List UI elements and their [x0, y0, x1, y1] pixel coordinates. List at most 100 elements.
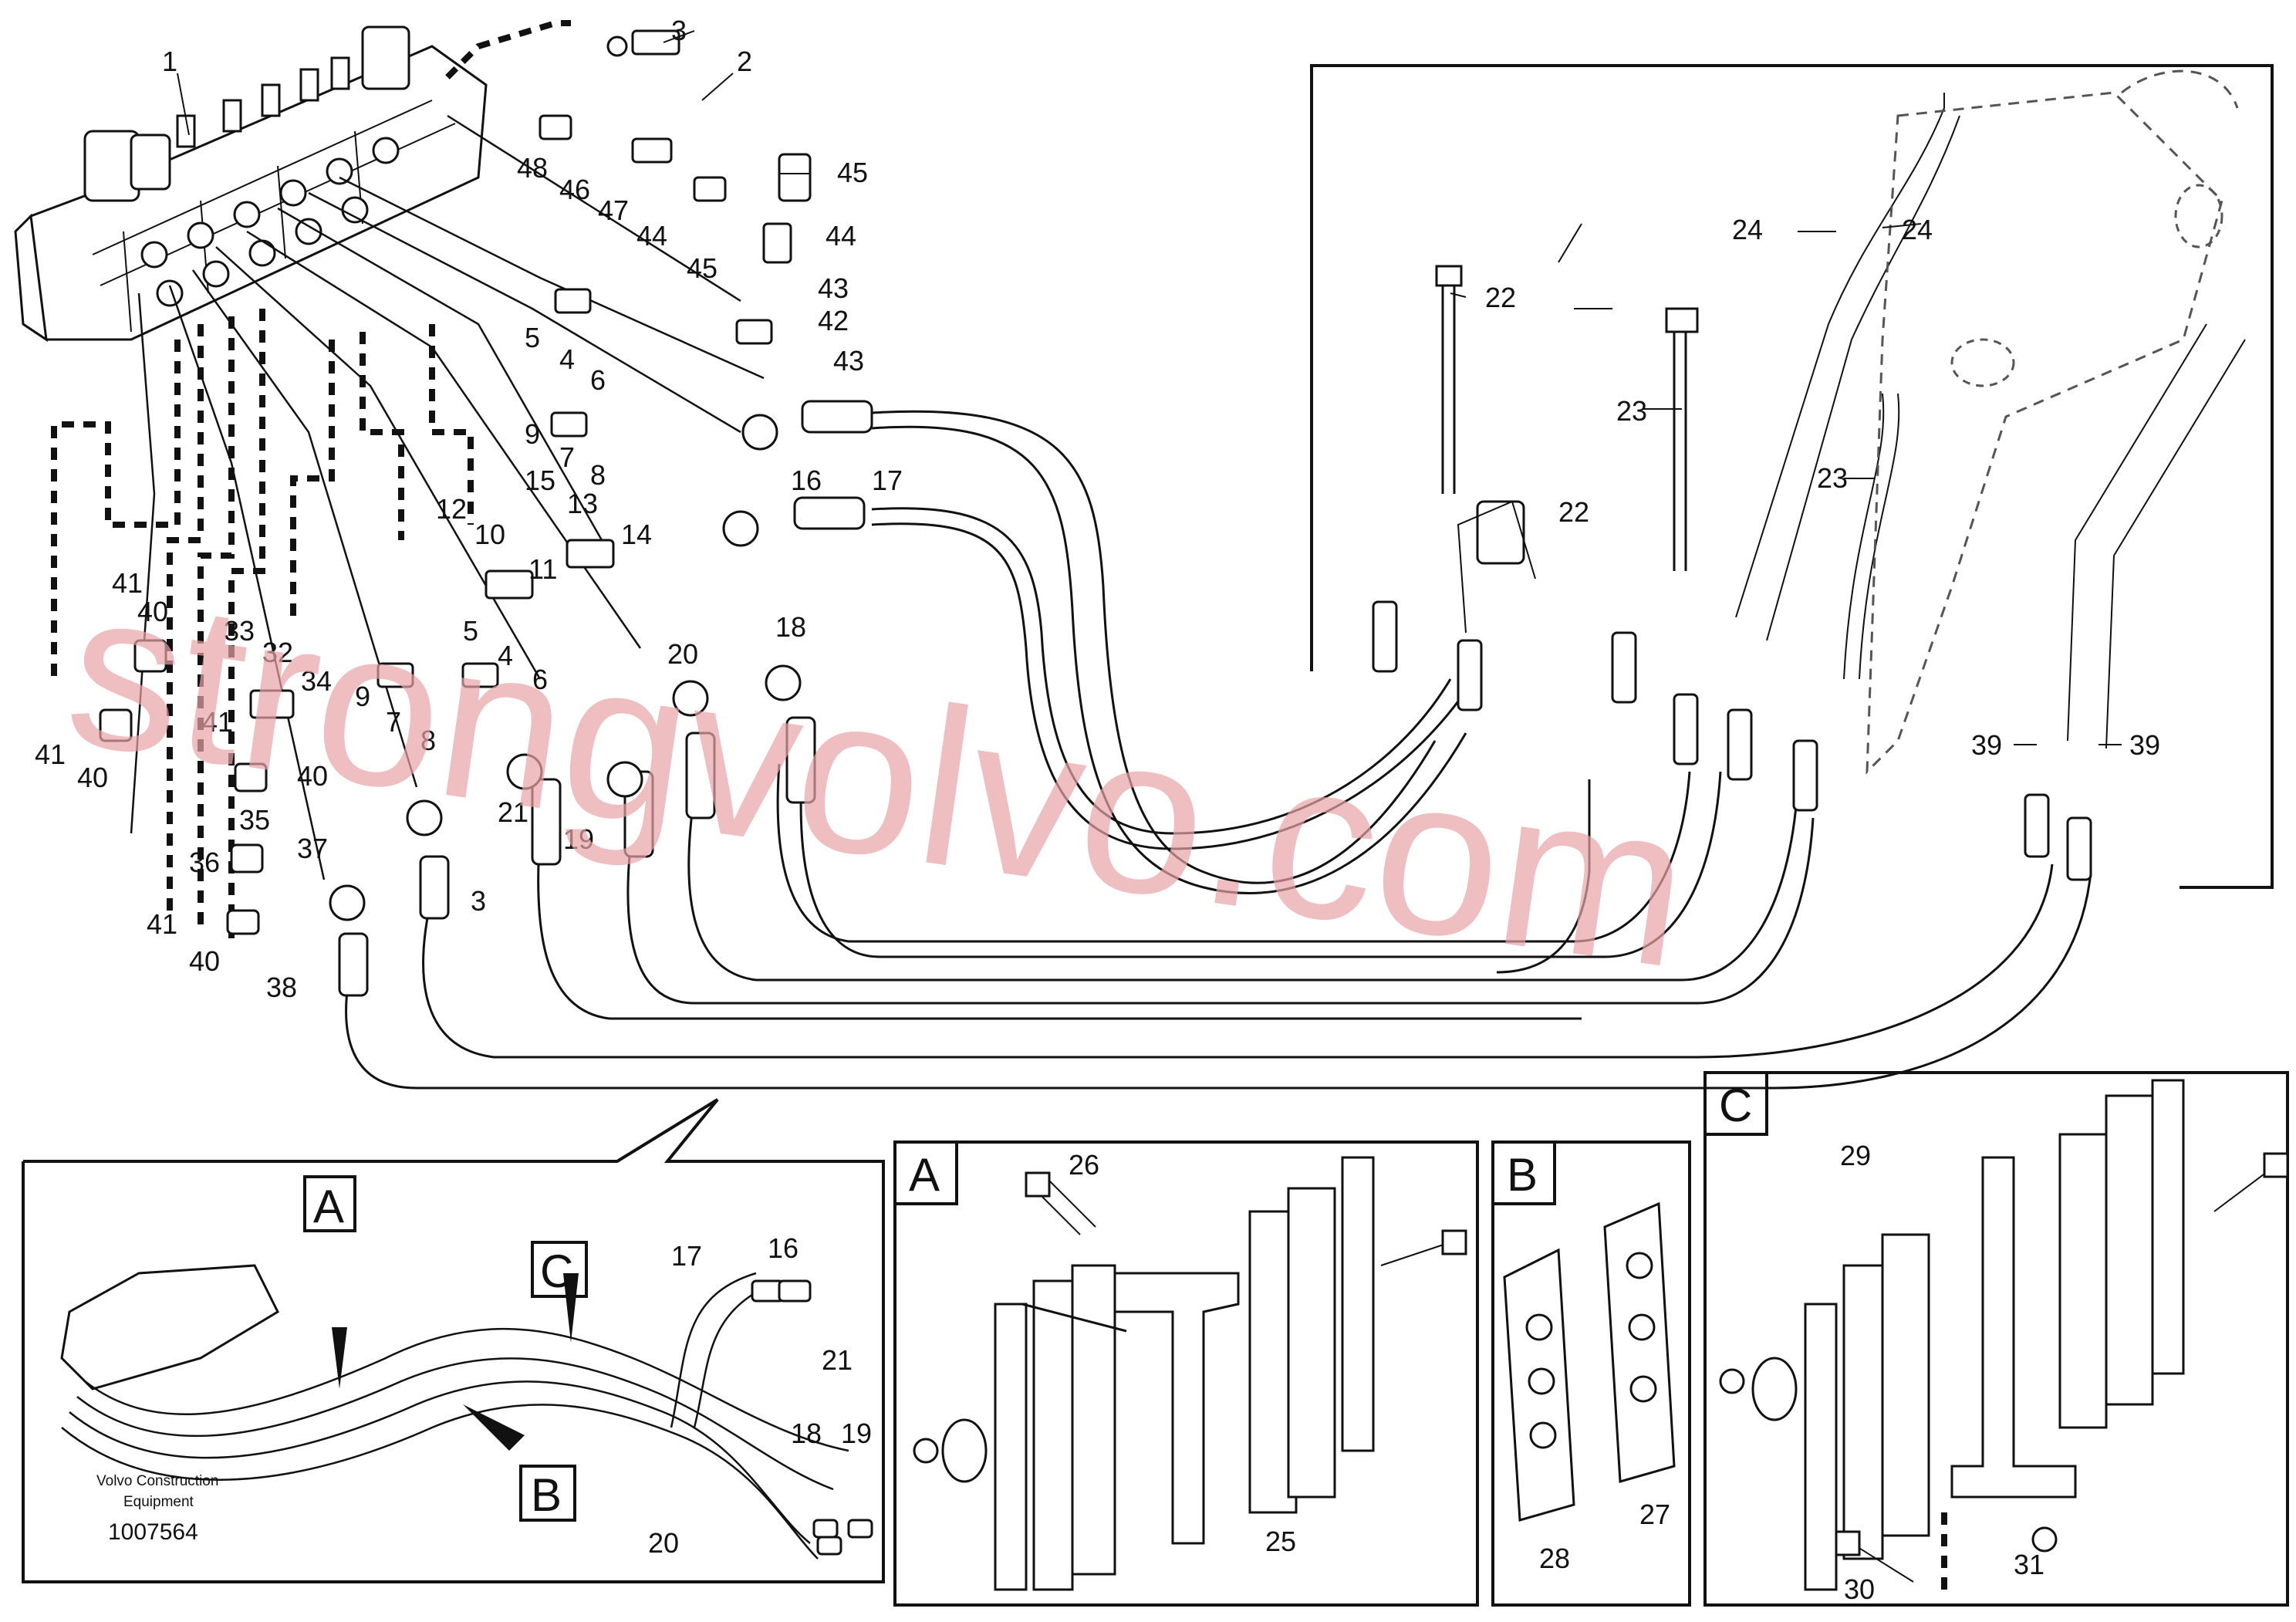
callout-42: 42 [818, 305, 849, 336]
callout-19a: 19 [563, 823, 594, 855]
callout-35: 35 [239, 804, 270, 836]
callout-25: 25 [1265, 1526, 1296, 1557]
callout-9b: 9 [355, 681, 370, 712]
boom-pipes [1372, 93, 2246, 881]
callout-20a: 20 [667, 638, 698, 670]
callout-37: 37 [297, 833, 328, 864]
callout-26: 26 [1069, 1149, 1099, 1181]
detail-a-parts [893, 1140, 1479, 1607]
callout-23b: 23 [1817, 462, 1848, 494]
callout-11: 11 [528, 553, 557, 585]
callout-6b: 6 [532, 664, 548, 695]
callout-16: 16 [791, 465, 822, 496]
callout-41b: 41 [202, 706, 233, 738]
callout-6a: 6 [590, 364, 606, 396]
callout-48: 48 [517, 152, 548, 184]
callout-41d: 41 [147, 908, 177, 940]
boom-outline [1866, 69, 2239, 775]
boom-view-frame [1310, 64, 2274, 889]
callout-33: 33 [224, 615, 255, 647]
box-letters: A C B A B C [303, 1071, 1768, 1522]
callout-43b: 43 [833, 345, 864, 377]
company-line-1: Volvo Construction [96, 1473, 218, 1489]
inset-label-b: B [531, 1469, 562, 1521]
control-valve [14, 25, 488, 343]
callout-2: 2 [737, 46, 752, 77]
callout-44a: 44 [636, 220, 667, 252]
callout-13: 13 [567, 488, 598, 519]
detail-label-c: C [1719, 1080, 1752, 1131]
callout-7b: 7 [386, 706, 401, 738]
callout-10: 10 [474, 519, 505, 550]
dashed-references [51, 20, 1947, 1590]
callout-27: 27 [1639, 1499, 1670, 1530]
inset-callout-17: 17 [671, 1240, 702, 1272]
company-line-2: Equipment [123, 1494, 194, 1510]
detail-label-a: A [909, 1149, 940, 1201]
drawing-id: 1007564 [108, 1519, 198, 1545]
callout-32: 32 [262, 637, 293, 668]
callout-40c: 40 [77, 762, 108, 793]
callout-43a: 43 [818, 272, 849, 304]
callout-31: 31 [2014, 1549, 2044, 1580]
inset-label-c: C [540, 1245, 573, 1297]
callout-7a: 7 [559, 441, 575, 473]
callout-22a: 22 [1485, 282, 1516, 313]
callout-36: 36 [189, 846, 220, 878]
callout-1: 1 [162, 46, 177, 77]
callout-45b: 45 [837, 157, 868, 188]
callout-4a: 4 [559, 343, 575, 375]
callout-14: 14 [621, 519, 652, 550]
callout-40d: 40 [189, 945, 220, 977]
callout-30: 30 [1844, 1573, 1875, 1605]
callout-15: 15 [525, 465, 555, 496]
callout-41c: 41 [35, 738, 66, 770]
callout-23a: 23 [1616, 395, 1647, 427]
inset-footer: Volvo Construction Equipment 1007564 [96, 1473, 218, 1545]
callout-8a: 8 [590, 459, 606, 491]
callout-3x: 3 [471, 885, 486, 917]
callout-44b: 44 [826, 220, 856, 252]
inset-label-a: A [313, 1181, 344, 1232]
callout-34: 34 [301, 665, 332, 697]
inset-callout-20: 20 [648, 1527, 679, 1559]
detail-c-parts [1703, 1071, 2289, 1607]
inset-callout-19: 19 [841, 1418, 872, 1449]
callout-5b: 5 [463, 615, 478, 647]
callout-8b: 8 [420, 725, 436, 756]
callout-5a: 5 [525, 322, 540, 353]
callout-17: 17 [872, 465, 903, 496]
callout-28: 28 [1539, 1543, 1570, 1574]
callout-labels: 1 2 3 48 46 47 44 45 45 44 43 42 43 5 4 … [35, 15, 2160, 1605]
detail-b-parts [1491, 1140, 1691, 1607]
callout-40b: 40 [297, 760, 328, 792]
callout-3: 3 [671, 15, 687, 46]
leader-lines [177, 30, 2122, 745]
callout-4b: 4 [498, 640, 513, 671]
callout-29: 29 [1840, 1140, 1871, 1171]
callout-24a: 24 [1732, 214, 1763, 245]
callout-47: 47 [598, 194, 629, 226]
callout-12: 12 [436, 493, 467, 525]
watermark-text: strongvolvo.com [55, 541, 1703, 1016]
callout-46: 46 [559, 174, 590, 205]
hose-fittings [329, 400, 873, 997]
callout-40a: 40 [137, 596, 168, 627]
callout-24b: 24 [1902, 214, 1933, 245]
callout-18a: 18 [775, 611, 806, 643]
callout-39b: 39 [2129, 729, 2160, 761]
inset-overview [22, 1098, 885, 1583]
callout-9a: 9 [525, 418, 540, 450]
callout-38: 38 [266, 972, 297, 1003]
callout-22b: 22 [1558, 496, 1589, 528]
small-fittings [99, 29, 812, 935]
inset-callout-21: 21 [822, 1344, 853, 1376]
detail-label-b: B [1507, 1149, 1538, 1201]
inset-callout-18: 18 [791, 1418, 822, 1449]
callout-41a: 41 [112, 567, 143, 599]
callout-21a: 21 [498, 796, 528, 828]
callout-45a: 45 [687, 252, 718, 284]
inset-callout-16: 16 [768, 1232, 799, 1264]
callout-39a: 39 [1971, 729, 2002, 761]
